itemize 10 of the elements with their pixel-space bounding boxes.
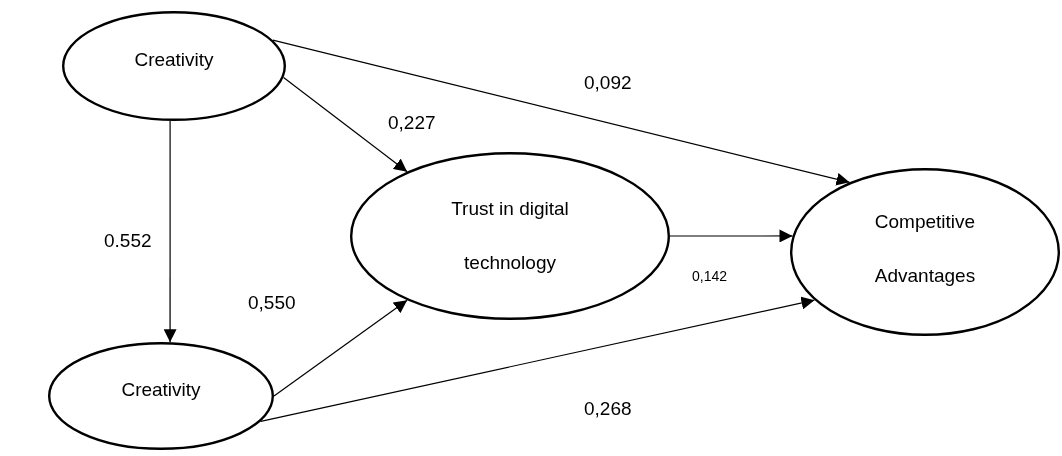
arrow: [282, 76, 408, 173]
arrow: [260, 296, 815, 422]
arrow: [163, 120, 177, 343]
arrow: [272, 39, 851, 186]
arrow: [669, 229, 794, 243]
node-label: Competitive Advantages: [873, 210, 977, 288]
node-label: Trust in digital technology: [450, 197, 570, 275]
node-label: Creativity: [133, 48, 215, 72]
node-label: Creativity: [120, 378, 202, 402]
arrow: [273, 299, 408, 397]
